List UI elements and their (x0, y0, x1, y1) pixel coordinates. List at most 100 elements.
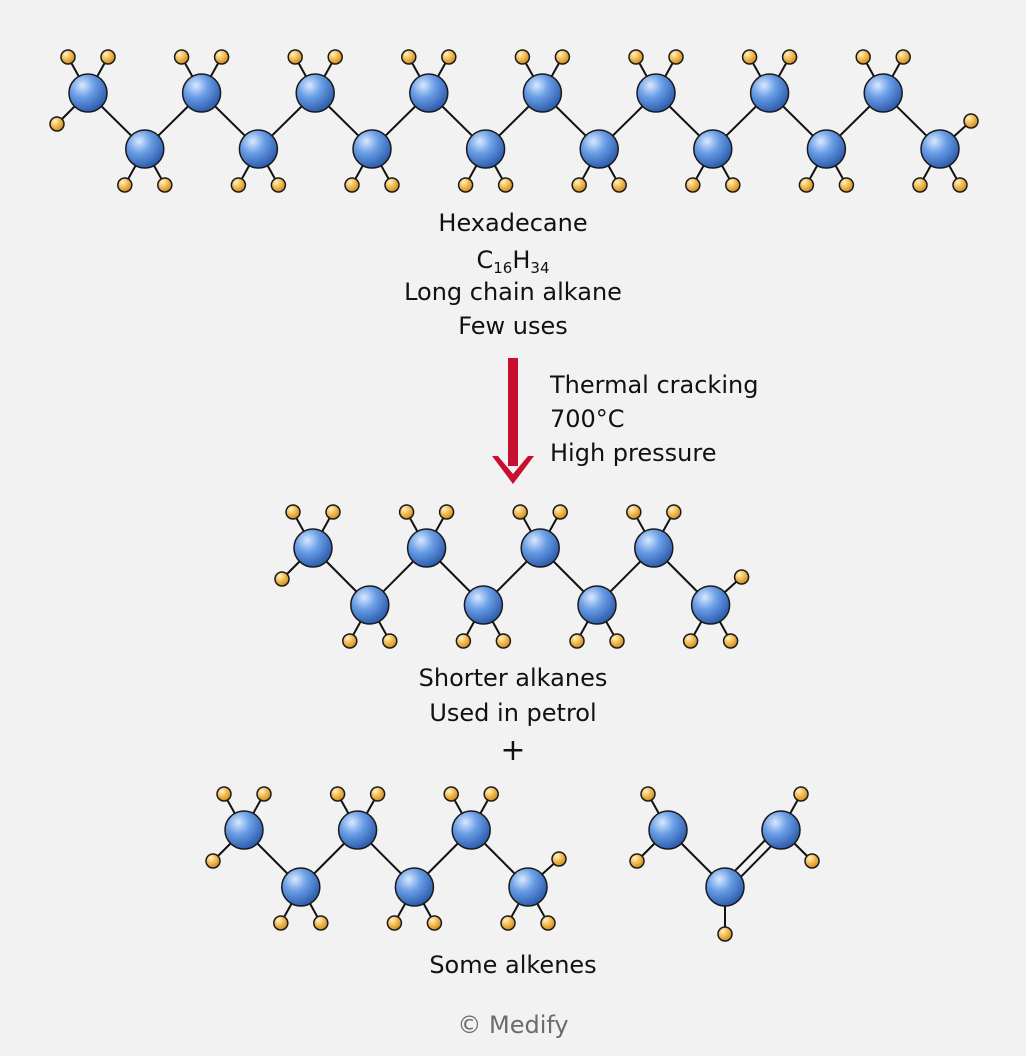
hydrogen-atom (157, 177, 173, 193)
carbon-atom (406, 528, 447, 568)
hydrogen-atom (666, 504, 682, 520)
atom-layer (49, 49, 979, 942)
carbon-atom (648, 810, 688, 850)
carbon-atom (409, 73, 449, 113)
hydrogen-atom (344, 177, 360, 193)
formula-carbon: C (476, 246, 494, 274)
carbon-atom (181, 73, 222, 113)
hydrogen-atom (369, 786, 386, 802)
hydrogen-atom (554, 49, 571, 65)
hydrogen-atom (733, 569, 750, 585)
carbon-atom (125, 129, 165, 169)
formula-hydrogen-count: 34 (530, 259, 550, 277)
carbon-atom (920, 129, 960, 169)
hydrogen-atom (912, 177, 928, 193)
condition-temperature: 700°C (550, 405, 625, 433)
hydrogen-atom (270, 177, 287, 193)
hydrogen-atom (213, 49, 230, 65)
hydrogen-atom (629, 853, 645, 869)
carbon-atom (293, 528, 333, 568)
hydrogen-atom (256, 786, 272, 802)
reaction-conditions: Thermal cracking 700°C High pressure (550, 368, 758, 470)
hydrogen-atom (682, 633, 699, 649)
carbon-atom (451, 810, 491, 850)
hydrogen-atom (495, 633, 512, 649)
hydrogen-atom (781, 49, 798, 65)
carbon-atom (634, 528, 674, 568)
hydrogen-atom (483, 786, 499, 802)
carbon-atom (350, 585, 390, 625)
hydrogen-atom (274, 571, 290, 587)
hydrogen-atom (313, 915, 329, 931)
carbon-atom (508, 867, 548, 907)
hydrogen-atom (438, 504, 455, 520)
hydrogen-atom (569, 633, 585, 649)
hydrogen-atom (963, 113, 979, 129)
carbon-atom (68, 73, 108, 113)
carbon-atom (806, 129, 847, 169)
reaction-arrow (492, 358, 534, 484)
carbon-atom (465, 129, 506, 169)
carbon-atom (238, 129, 279, 169)
hydrogen-atom (952, 177, 968, 193)
hydrogen-atom (551, 851, 567, 867)
reactant-note: Few uses (458, 312, 568, 340)
carbon-atom (394, 867, 435, 907)
carbon-atom (224, 810, 264, 850)
hydrogen-atom (441, 49, 457, 65)
carbon-atom (579, 129, 619, 169)
hydrogen-atom (329, 786, 346, 802)
hydrogen-atom (512, 504, 528, 520)
hydrogen-atom (798, 177, 815, 193)
carbon-atom (463, 585, 504, 625)
carbon-atom (352, 129, 392, 169)
hydrogen-atom (722, 633, 739, 649)
carbon-atom (705, 867, 745, 907)
hydrogen-atom (609, 633, 625, 649)
hydrogen-atom (117, 177, 133, 193)
carbon-atom (295, 73, 335, 113)
hydrogen-atom (398, 504, 415, 520)
alkenes-name: Some alkenes (429, 951, 597, 979)
carbon-atom (337, 810, 378, 850)
copyright-credit: © Medify (457, 1011, 569, 1039)
plus-sign: + (500, 733, 526, 768)
hydrogen-atom (611, 177, 627, 193)
hydrogen-atom (838, 177, 855, 193)
condition-pressure: High pressure (550, 439, 717, 467)
hydrogen-atom (426, 915, 443, 931)
arrow-head (492, 456, 534, 484)
hydrogen-atom (230, 177, 247, 193)
hydrogen-atom (685, 177, 701, 193)
formula-hydrogen: H (512, 246, 531, 274)
hydrogen-atom (497, 177, 514, 193)
hydrogen-atom (285, 504, 301, 520)
carbon-atom (636, 73, 676, 113)
carbon-atom (577, 585, 617, 625)
hydrogen-atom (717, 926, 733, 942)
hydrogen-atom (60, 49, 76, 65)
condition-process: Thermal cracking (550, 371, 759, 399)
hydrogen-atom (725, 177, 741, 193)
arrow-shaft (508, 358, 518, 466)
hydrogen-atom (49, 116, 65, 132)
hydrogen-atom (173, 49, 190, 65)
hydrogen-atom (571, 177, 587, 193)
hydrogen-atom (443, 786, 459, 802)
carbon-atom (522, 73, 563, 113)
hydrogen-atom (895, 49, 911, 65)
hydrogen-atom (668, 49, 684, 65)
alkanes-name: Shorter alkanes (418, 664, 608, 692)
hydrogen-atom (325, 504, 341, 520)
reactant-formula: C16H34 (0, 243, 1026, 277)
hydrogen-atom (804, 853, 820, 869)
hydrogen-atom (741, 49, 758, 65)
hydrogen-atom (100, 49, 116, 65)
hydrogen-atom (401, 49, 417, 65)
carbon-atom (761, 810, 801, 850)
carbon-atom (520, 528, 560, 568)
carbon-atom (749, 73, 790, 113)
hydrogen-atom (457, 177, 474, 193)
hydrogen-atom (640, 786, 656, 802)
